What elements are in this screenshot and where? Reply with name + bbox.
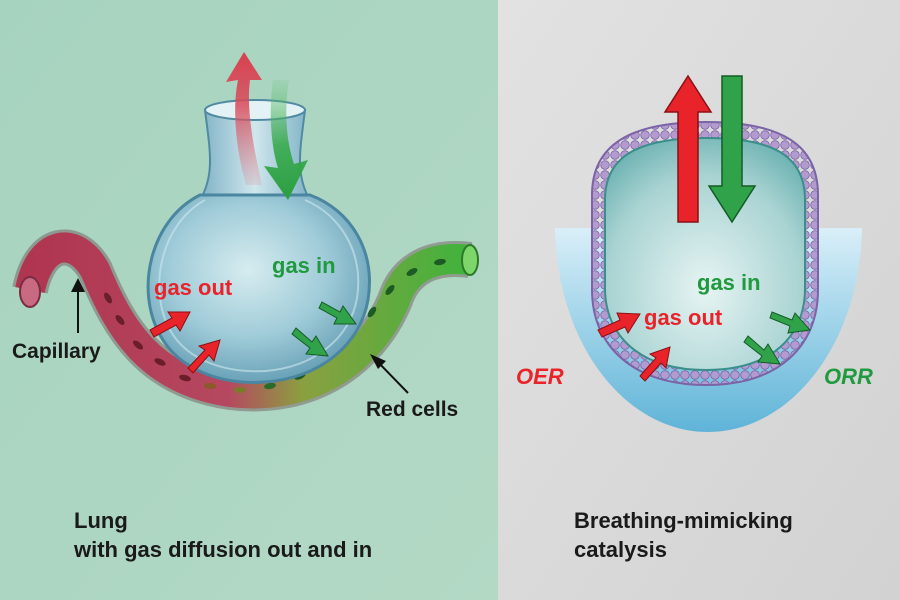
capillary-tube	[15, 232, 472, 409]
alveolus-bulb	[146, 193, 371, 384]
label-red-cells: Red cells	[366, 398, 458, 421]
label-gas-in-right: gas in	[697, 270, 761, 295]
label-gas-in-left: gas in	[272, 253, 336, 278]
gas-in-big-arrow	[264, 80, 308, 200]
red-cells-pointer-arrowhead	[370, 354, 386, 369]
left-gas-out-arrows	[149, 311, 221, 374]
gas-in-big-arrow-right	[707, 75, 757, 224]
catalysis-illustration	[555, 74, 862, 432]
label-oer: OER	[516, 364, 564, 389]
alveolus-opening	[204, 99, 306, 121]
lung-illustration	[12, 52, 479, 412]
label-gas-out-left: gas out	[154, 275, 233, 300]
gas-out-big-arrow-right	[663, 74, 713, 223]
capillary-pointer-arrowhead	[71, 278, 85, 292]
left-gas-in-arrows	[291, 301, 357, 357]
caption-left-line1: Lung	[74, 508, 128, 533]
label-gas-out-right: gas out	[644, 305, 723, 330]
gas-out-big-arrow	[226, 52, 262, 185]
capillary-right-opening	[461, 244, 479, 276]
right-gas-in-arrows	[743, 311, 811, 365]
capillary-left-opening	[19, 276, 41, 308]
caption-right-line1: Breathing-mimicking	[574, 508, 793, 533]
catalyst-cavity	[604, 136, 806, 372]
caption-left-line2: with gas diffusion out and in	[73, 537, 372, 562]
label-orr: ORR	[824, 364, 873, 389]
label-capillary: Capillary	[12, 340, 101, 363]
caption-right-line2: catalysis	[574, 537, 667, 562]
right-gas-out-arrows	[597, 312, 671, 382]
